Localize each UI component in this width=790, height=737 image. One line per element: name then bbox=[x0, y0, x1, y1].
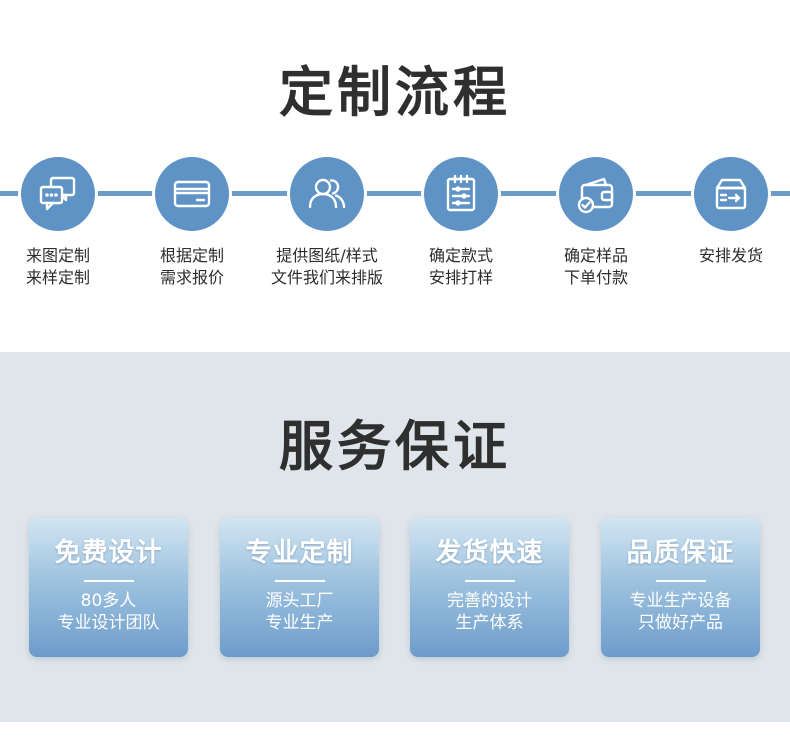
service-card-desc: 完善的设计 生产体系 bbox=[447, 591, 532, 633]
process-timeline bbox=[0, 191, 790, 196]
process-title: 定制流程 bbox=[279, 61, 511, 124]
process-step-5: 确定样品 下单付款 bbox=[526, 157, 666, 289]
service-card-title: 专业定制 bbox=[245, 538, 354, 568]
service-card-quality: 品质保证 专业生产设备 只做好产品 bbox=[601, 518, 760, 657]
service-title: 服务保证 bbox=[279, 415, 511, 478]
process-step-label: 提供图纸/样式 文件我们来排版 bbox=[270, 246, 383, 287]
process-step-1: 来图定制 来样定制 bbox=[0, 157, 128, 289]
users-icon bbox=[290, 157, 364, 231]
service-card-desc: 专业生产设备 只做好产品 bbox=[629, 591, 732, 633]
shipping-box-icon bbox=[694, 157, 768, 231]
service-card-title: 免费设计 bbox=[54, 538, 163, 568]
service-card-custom: 专业定制 源头工厂 专业生产 bbox=[220, 518, 379, 657]
chat-icon bbox=[21, 157, 95, 231]
bottom-strip bbox=[0, 722, 790, 737]
card-divider bbox=[83, 580, 134, 582]
card-divider bbox=[464, 580, 515, 582]
card-divider bbox=[274, 580, 325, 582]
service-card-title: 发货快速 bbox=[435, 538, 544, 568]
card-icon bbox=[155, 157, 229, 231]
checklist-icon bbox=[424, 157, 498, 231]
card-divider bbox=[655, 580, 706, 582]
service-card-title: 品质保证 bbox=[626, 538, 735, 568]
process-step-label: 确定款式 安排打样 bbox=[428, 246, 493, 287]
service-card-desc: 源头工厂 专业生产 bbox=[265, 591, 334, 633]
wallet-icon bbox=[559, 157, 633, 231]
process-step-label: 确定样品 下单付款 bbox=[563, 246, 628, 287]
service-section: 服务保证 免费设计 80多人 专业设计团队 专业定制 源头工厂 专业生产 发货快… bbox=[0, 352, 790, 722]
process-step-4: 确定款式 安排打样 bbox=[391, 157, 531, 289]
process-step-2: 根据定制 需求报价 bbox=[122, 157, 262, 289]
process-step-label: 安排发货 bbox=[698, 246, 763, 265]
process-step-3: 提供图纸/样式 文件我们来排版 bbox=[257, 157, 397, 289]
process-section: 定制流程 来图定制 来样定制 根据定制 需求报价 bbox=[0, 0, 790, 352]
service-card-free-design: 免费设计 80多人 专业设计团队 bbox=[29, 518, 188, 657]
process-step-label: 来图定制 来样定制 bbox=[25, 246, 90, 287]
service-card-fast-shipping: 发货快速 完善的设计 生产体系 bbox=[410, 518, 569, 657]
process-step-6: 安排发货 bbox=[661, 157, 790, 267]
process-step-label: 根据定制 需求报价 bbox=[159, 246, 224, 287]
service-card-desc: 80多人 专业设计团队 bbox=[57, 591, 160, 633]
